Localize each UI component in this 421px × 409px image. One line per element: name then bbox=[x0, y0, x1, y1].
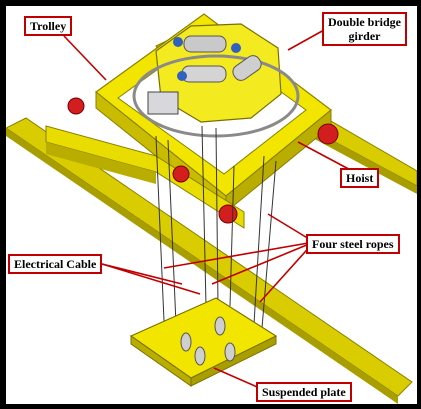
suspended-plate-shape bbox=[129, 297, 278, 387]
crane-illustration bbox=[6, 13, 417, 404]
hoist-drums bbox=[147, 35, 262, 115]
label-double-bridge-girder-line2: girder bbox=[348, 29, 381, 43]
label-double-bridge-girder-line1: Double bridge bbox=[328, 15, 402, 29]
label-hoist: Hoist bbox=[340, 168, 380, 188]
label-suspended-plate: Suspended plate bbox=[256, 382, 352, 402]
label-double-bridge-girder: Double bridge girder bbox=[322, 12, 408, 46]
label-four-steel-ropes: Four steel ropes bbox=[306, 234, 400, 254]
left-rail bbox=[6, 117, 413, 404]
callout-lines bbox=[63, 29, 359, 391]
steel-ropes bbox=[155, 125, 277, 329]
label-trolley: Trolley bbox=[24, 16, 73, 36]
diagram-canvas: Trolley Double bridge girder Hoist Four … bbox=[6, 6, 417, 404]
label-electrical-cable: Electrical Cable bbox=[8, 254, 103, 274]
